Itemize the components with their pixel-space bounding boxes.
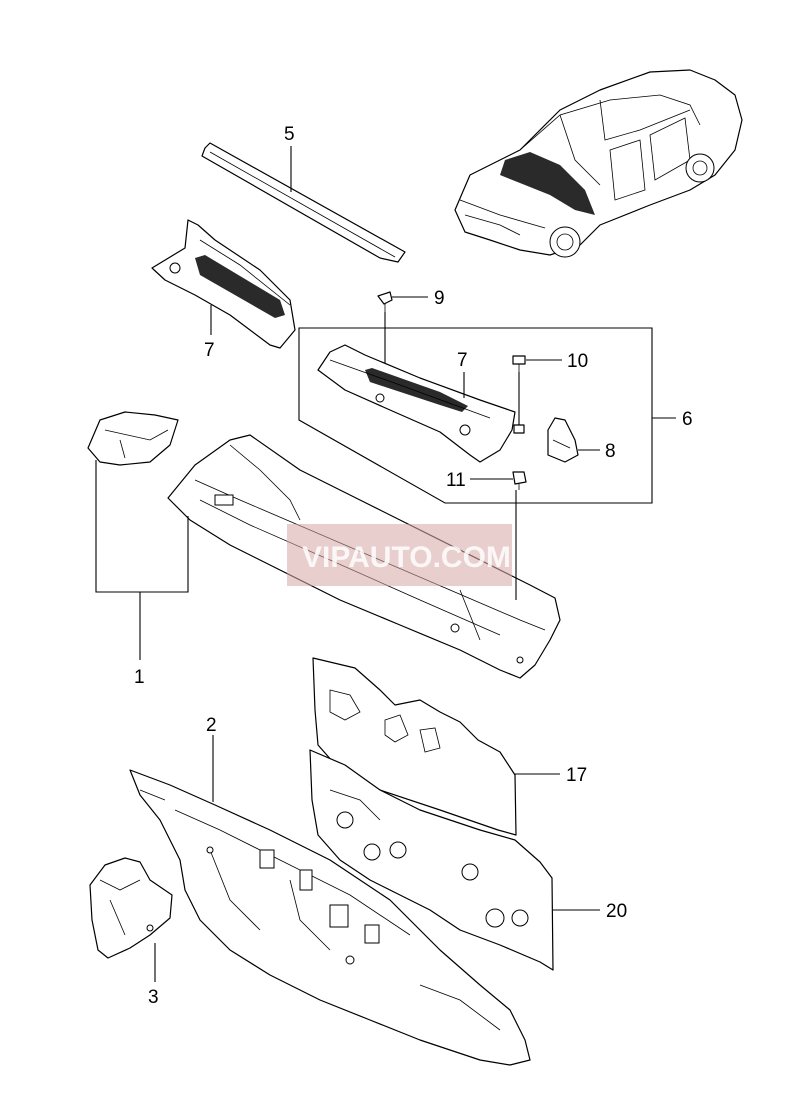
watermark-text: VIPAUTO.COM	[302, 541, 511, 574]
part-5-strip	[201, 142, 406, 263]
callout-9: 9	[434, 288, 445, 309]
part-1-bracket	[87, 411, 179, 466]
part-8-bracket	[547, 417, 579, 463]
callout-7-kit: 7	[457, 350, 468, 371]
callout-11: 11	[446, 470, 466, 491]
part-2-dash-panel	[129, 769, 531, 1066]
part-10-bolt	[512, 355, 526, 372]
callout-2: 2	[206, 715, 217, 736]
callout-3: 3	[148, 987, 159, 1008]
car-illustration	[454, 69, 743, 258]
callout-10: 10	[567, 351, 588, 372]
callout-1: 1	[134, 667, 145, 688]
callout-6: 6	[682, 409, 693, 430]
callout-20: 20	[606, 901, 627, 922]
part-7-cowl-panel-kit	[317, 344, 516, 463]
callout-5: 5	[284, 124, 295, 145]
callout-17: 17	[566, 765, 587, 786]
part-7-cowl-panel-upper	[151, 219, 296, 349]
callout-7-upper: 7	[204, 340, 215, 361]
part-11-nut	[512, 471, 527, 490]
callout-8: 8	[605, 441, 616, 462]
watermark: VIPAUTO.COM	[287, 524, 512, 586]
part-17-insulator	[312, 657, 517, 836]
part-3-bracket	[89, 857, 173, 959]
part-9-clip	[377, 291, 393, 312]
part-20-insulator	[309, 749, 554, 971]
kit-frame	[298, 327, 653, 504]
